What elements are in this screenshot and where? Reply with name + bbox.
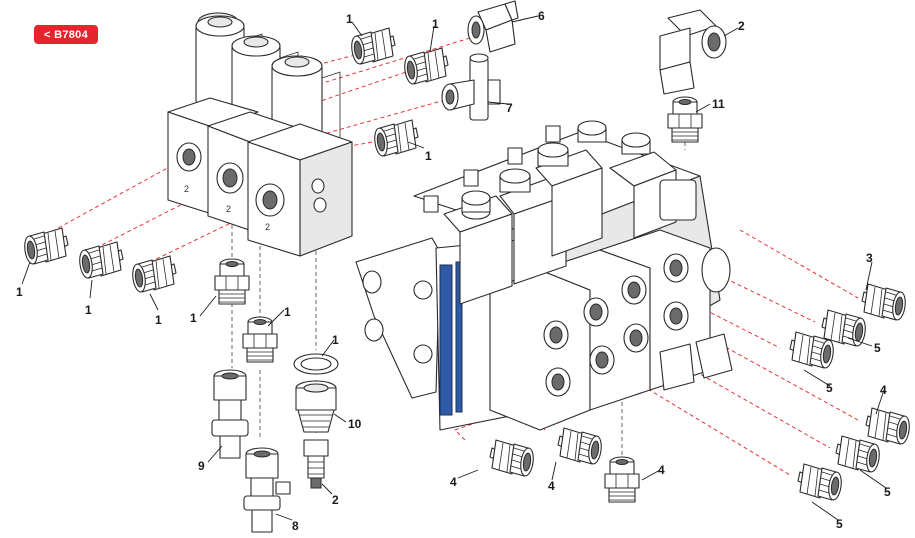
callout-label: 4 xyxy=(450,475,457,489)
banjo-connector-lower xyxy=(243,447,291,533)
tee-fitting xyxy=(441,53,501,121)
callout-label: 8 xyxy=(292,519,299,533)
svg-text:2: 2 xyxy=(265,222,270,232)
callout-label: 1 xyxy=(284,305,291,319)
callout-label: 5 xyxy=(826,381,833,395)
callout-label: 1 xyxy=(85,303,92,317)
fitting-bottom-4b xyxy=(557,427,604,466)
callout-label: 5 xyxy=(836,517,843,531)
seal-ring xyxy=(293,353,339,375)
pressure-sensor xyxy=(303,439,329,489)
plug-fitting xyxy=(295,380,337,433)
fitting-vertical-1 xyxy=(214,258,250,305)
leader-lines xyxy=(21,15,887,521)
callout-label: 10 xyxy=(348,417,362,431)
fitting-vertical-2 xyxy=(242,316,278,363)
callout-label: 1 xyxy=(432,17,439,31)
fitting-right-4b xyxy=(797,463,844,502)
callout-label: 9 xyxy=(198,459,205,473)
callout-label: 1 xyxy=(346,12,353,26)
elbow-fitting-right xyxy=(659,9,727,95)
fitting-vertical-3 xyxy=(667,96,703,143)
callout-label: 4 xyxy=(548,479,555,493)
fitting-right-5a xyxy=(861,283,908,322)
fitting-left-3 xyxy=(130,255,177,294)
fitting-vertical-4 xyxy=(604,456,640,503)
callout-label: 6 xyxy=(538,9,545,23)
callout-label: 5 xyxy=(874,341,881,355)
fitting-top-1 xyxy=(349,27,396,66)
callout-label: 1 xyxy=(190,311,197,325)
elbow-fitting xyxy=(467,0,519,53)
fitting-top-3 xyxy=(372,119,419,158)
sectional-valve-bank xyxy=(355,120,733,431)
fitting-right-5d xyxy=(835,435,882,474)
callout-label: 11 xyxy=(712,97,725,111)
svg-text:2: 2 xyxy=(226,204,231,214)
callout-label: 7 xyxy=(506,101,513,115)
callout-label: 1 xyxy=(425,149,432,163)
fitting-left-1 xyxy=(22,227,69,266)
callout-label: 1 xyxy=(155,313,162,327)
callout-label: 2 xyxy=(332,493,339,507)
svg-text:2: 2 xyxy=(184,184,189,194)
callout-label: 1 xyxy=(332,333,339,347)
fitting-bottom-4a xyxy=(489,439,536,478)
fitting-left-2 xyxy=(77,241,124,280)
callout-label: 5 xyxy=(884,485,891,499)
banjo-connector-upper xyxy=(211,369,249,459)
callout-label: 3 xyxy=(866,251,873,265)
fitting-top-2 xyxy=(402,47,449,86)
callout-label: 4 xyxy=(658,463,665,477)
callout-label: 1 xyxy=(16,285,23,299)
solenoid-valve-block: 2 2 2 xyxy=(167,12,353,257)
callout-label: 2 xyxy=(738,19,745,33)
back-badge-button[interactable]: < B7804 xyxy=(34,25,98,44)
callout-labels: 1 1 6 1 7 1 1 1 1 1 1 10 9 2 8 2 11 3 5 … xyxy=(16,9,891,533)
callout-label: 4 xyxy=(880,383,887,397)
fitting-right-5c xyxy=(865,407,912,446)
